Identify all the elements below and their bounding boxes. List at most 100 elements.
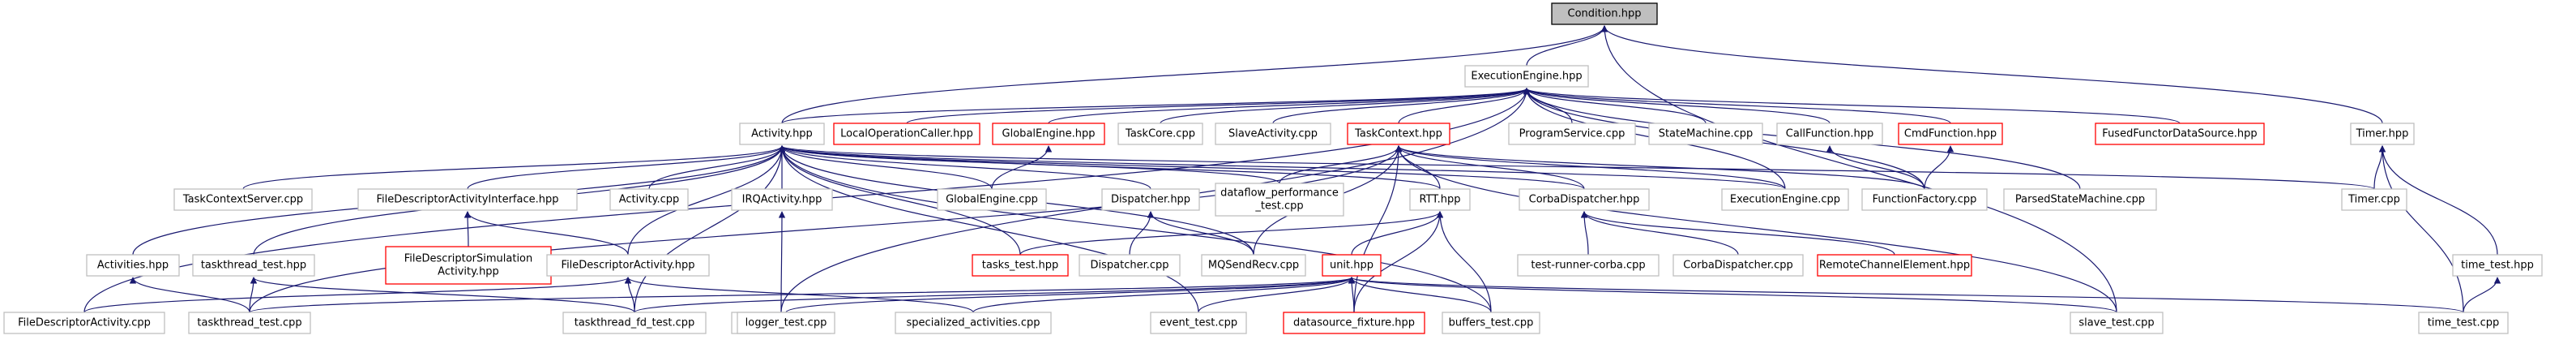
edge-event-test-cpp-to-unit-hpp bbox=[1198, 277, 1356, 313]
node-label: CallFunction.hpp bbox=[1786, 128, 1873, 140]
node-label: RemoteChannelElement.hpp bbox=[1819, 260, 1970, 272]
edge-irq-activity-cpp-to-irq-activity-hpp bbox=[778, 211, 786, 313]
node-fd-activity-cpp[interactable]: FileDescriptorActivity.cpp bbox=[3, 312, 165, 334]
node-box bbox=[609, 188, 689, 211]
node-label: logger_test.cpp bbox=[745, 317, 827, 329]
node-box bbox=[1776, 123, 1883, 145]
node-program-service-cpp[interactable]: ProgramService.cpp bbox=[1508, 123, 1636, 145]
node-taskthread-test-hpp[interactable]: taskthread_test.hpp bbox=[192, 254, 315, 277]
node-box bbox=[2095, 123, 2265, 145]
node-state-machine-cpp[interactable]: StateMachine.cpp bbox=[1648, 123, 1763, 145]
node-unit-hpp[interactable]: unit.hpp bbox=[1322, 254, 1382, 277]
node-function-factory-cpp[interactable]: FunctionFactory.cpp bbox=[1861, 188, 1988, 211]
node-box bbox=[2350, 123, 2415, 145]
node-label: TaskContext.hpp bbox=[1354, 128, 1442, 140]
node-dataflow-perf[interactable]: dataflow_performance_test.cpp bbox=[1215, 183, 1344, 217]
node-box bbox=[737, 312, 835, 334]
edge-dispatcher-hpp-to-activity-hpp bbox=[778, 145, 1151, 190]
edge-cmd-function-hpp-to-exec-engine-hpp bbox=[1523, 88, 1951, 124]
node-mq-send-recv-cpp[interactable]: MQSendRecv.cpp bbox=[1201, 254, 1306, 277]
node-label: taskthread_test.cpp bbox=[197, 317, 301, 329]
node-taskcontext-hpp[interactable]: TaskContext.hpp bbox=[1347, 123, 1450, 145]
node-call-function-hpp[interactable]: CallFunction.hpp bbox=[1776, 123, 1883, 145]
node-parsed-state-machine-cpp[interactable]: ParsedStateMachine.cpp bbox=[2003, 188, 2157, 211]
node-slave-activity-cpp[interactable]: SlaveActivity.cpp bbox=[1215, 123, 1331, 145]
edge-taskthread-fd-test-cpp-to-taskthread-test-hpp bbox=[250, 277, 635, 313]
node-box bbox=[1201, 254, 1306, 277]
edge-buffers-test-cpp-to-unit-hpp bbox=[1348, 277, 1492, 313]
node-box bbox=[1721, 188, 1849, 211]
node-label: Dispatcher.cpp bbox=[1090, 260, 1168, 272]
node-buffers-test-cpp[interactable]: buffers_test.cpp bbox=[1442, 312, 1540, 334]
edge-fd-activity-cpp-to-fd-activity-hpp bbox=[83, 277, 631, 313]
node-test-runner-corba[interactable]: test-runner-corba.cpp bbox=[1517, 254, 1660, 277]
node-corba-dispatcher-cpp[interactable]: CorbaDispatcher.cpp bbox=[1672, 254, 1804, 277]
node-local-op-caller[interactable]: LocalOperationCaller.hpp bbox=[833, 123, 980, 145]
node-taskcore-cpp[interactable]: TaskCore.cpp bbox=[1117, 123, 1203, 145]
node-label: Dispatcher.hpp bbox=[1111, 194, 1190, 206]
node-taskcontext-server-cpp[interactable]: TaskContextServer.cpp bbox=[173, 188, 313, 211]
node-time-test-cpp[interactable]: time_test.cpp bbox=[2418, 312, 2509, 334]
node-box bbox=[173, 188, 313, 211]
edge-execution-engine-cpp-to-activity-hpp bbox=[779, 145, 1786, 190]
edge-taskthread-test-cpp-to-taskcontext-hpp bbox=[249, 145, 1403, 313]
edge-buffers-test-cpp-to-activity-hpp bbox=[778, 145, 1492, 313]
node-specialized-act-cpp[interactable]: specialized_activities.cpp bbox=[895, 312, 1052, 334]
node-dispatcher-hpp[interactable]: Dispatcher.hpp bbox=[1101, 188, 1200, 211]
node-dispatcher-cpp[interactable]: Dispatcher.cpp bbox=[1079, 254, 1181, 277]
node-label: FileDescriptorSimulation bbox=[404, 253, 533, 265]
node-timer-hpp[interactable]: Timer.hpp bbox=[2350, 123, 2415, 145]
node-activities-hpp[interactable]: Activities.hpp bbox=[86, 254, 180, 277]
node-timer-cpp[interactable]: Timer.cpp bbox=[2341, 188, 2407, 211]
node-fused-functor[interactable]: FusedFunctorDataSource.hpp bbox=[2095, 123, 2265, 145]
node-label: datasource_fixture.hpp bbox=[1293, 317, 1415, 329]
node-condition[interactable]: Condition.hpp bbox=[1551, 2, 1658, 25]
node-global-engine-hpp[interactable]: GlobalEngine.hpp bbox=[992, 123, 1105, 145]
node-datasource-fixture[interactable]: datasource_fixture.hpp bbox=[1283, 312, 1425, 334]
node-logger-test-cpp[interactable]: logger_test.cpp bbox=[737, 312, 835, 334]
node-taskthread-test-cpp[interactable]: taskthread_test.cpp bbox=[188, 312, 311, 334]
node-event-test-cpp[interactable]: event_test.cpp bbox=[1150, 312, 1247, 334]
edge-global-engine-hpp-to-exec-engine-hpp bbox=[1048, 88, 1530, 124]
node-fd-activity-hpp[interactable]: FileDescriptorActivity.hpp bbox=[546, 254, 710, 277]
node-label: ParsedStateMachine.cpp bbox=[2015, 194, 2145, 206]
node-box bbox=[1442, 312, 1540, 334]
edge-slave-test-cpp-to-taskcontext-hpp bbox=[1395, 145, 2117, 313]
edge-taskcore-cpp-to-exec-engine-hpp bbox=[1160, 88, 1531, 124]
node-box bbox=[937, 188, 1047, 211]
edge-slave-test-cpp-to-unit-hpp bbox=[1348, 277, 2117, 313]
node-tasks-test-hpp[interactable]: tasks_test.hpp bbox=[972, 254, 1069, 277]
node-execution-engine-cpp[interactable]: ExecutionEngine.cpp bbox=[1721, 188, 1849, 211]
edge-fdai-hpp-to-activity-hpp bbox=[467, 145, 786, 190]
node-rtt-hpp[interactable]: RTT.hpp bbox=[1409, 188, 1471, 211]
edge-tasks-test-hpp-to-activity-hpp bbox=[778, 145, 1021, 256]
edge-time-test-hpp-to-timer-hpp bbox=[2378, 145, 2498, 256]
node-time-test-hpp[interactable]: time_test.hpp bbox=[2452, 254, 2543, 277]
node-box bbox=[1079, 254, 1181, 277]
node-irq-activity-hpp[interactable]: IRQActivity.hpp bbox=[731, 188, 833, 211]
edge-time-test-cpp-to-unit-hpp bbox=[1348, 277, 2464, 313]
node-activity-hpp[interactable]: Activity.hpp bbox=[739, 123, 825, 145]
edge-tasks-test-hpp-to-rtt-hpp bbox=[1019, 211, 1444, 256]
edge-corba-dispatcher-hpp-to-activity-hpp bbox=[779, 145, 1585, 190]
node-taskthread-fd-test-cpp[interactable]: taskthread_fd_test.cpp bbox=[562, 312, 707, 334]
edge-timer-hpp-to-condition bbox=[1600, 25, 2383, 124]
node-remote-channel[interactable]: RemoteChannelElement.hpp bbox=[1817, 254, 1972, 277]
node-label: dataflow_performance bbox=[1220, 187, 1339, 200]
node-label: test-runner-corba.cpp bbox=[1531, 260, 1645, 272]
edge-taskthread-fd-test-cpp-to-unit-hpp bbox=[634, 277, 1355, 313]
node-fdai-hpp[interactable]: FileDescriptorActivityInterface.hpp bbox=[357, 188, 578, 211]
node-box bbox=[1215, 123, 1331, 145]
node-activity-cpp[interactable]: Activity.cpp bbox=[609, 188, 689, 211]
edge-fd-activity-hpp-to-activity-hpp bbox=[627, 145, 786, 256]
node-corba-dispatcher-hpp[interactable]: CorbaDispatcher.hpp bbox=[1519, 188, 1650, 211]
node-slave-test-cpp[interactable]: slave_test.cpp bbox=[2070, 312, 2164, 334]
node-label: event_test.cpp bbox=[1160, 317, 1237, 329]
node-global-engine-cpp[interactable]: GlobalEngine.cpp bbox=[937, 188, 1047, 211]
edge-slave-test-cpp-to-condition bbox=[1600, 25, 2117, 313]
node-box bbox=[731, 188, 833, 211]
edges bbox=[83, 25, 2501, 313]
node-exec-engine-hpp[interactable]: ExecutionEngine.hpp bbox=[1464, 65, 1589, 88]
node-cmd-function-hpp[interactable]: CmdFunction.hpp bbox=[1898, 123, 2003, 145]
